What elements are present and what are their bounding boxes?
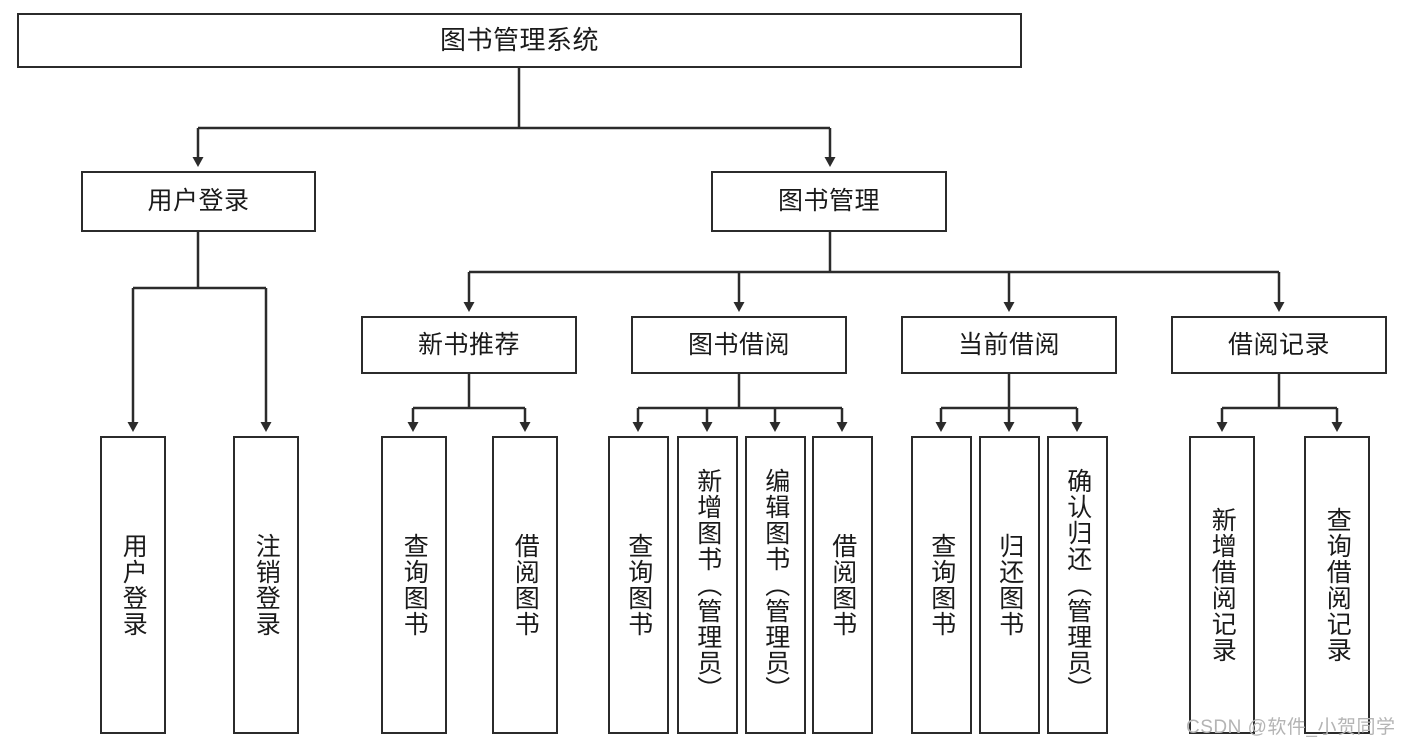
leaf-query-books-borrowing[interactable]: 查询图书 — [608, 436, 669, 734]
csdn-watermark: CSDN @软件_小贺同学 — [1186, 717, 1396, 738]
node-label: 注销登录 — [252, 533, 281, 637]
leaf-query-books-recommendation[interactable]: 查询图书 — [381, 436, 447, 734]
node-label: 编辑图书（管理员） — [761, 468, 790, 702]
node-label: 借阅图书 — [828, 533, 857, 637]
node-label: 图书借阅 — [687, 330, 790, 359]
leaf-borrow-books-recommendation[interactable]: 借阅图书 — [492, 436, 558, 734]
node-label: 查询图书 — [624, 533, 653, 637]
leaf-logout[interactable]: 注销登录 — [233, 436, 299, 734]
node-label: 查询图书 — [927, 533, 956, 637]
leaf-add-borrowing-record[interactable]: 新增借阅记录 — [1189, 436, 1255, 734]
node-book-borrowing[interactable]: 图书借阅 — [631, 316, 847, 374]
node-label: 查询借阅记录 — [1323, 507, 1352, 663]
node-user-login[interactable]: 用户登录 — [81, 171, 316, 232]
node-label: 归还图书 — [995, 533, 1024, 637]
leaf-query-books-current[interactable]: 查询图书 — [911, 436, 972, 734]
node-label: 用户登录 — [119, 533, 148, 637]
leaf-add-book-admin[interactable]: 新增图书（管理员） — [677, 436, 738, 734]
node-label: 图书管理系统 — [439, 24, 599, 55]
node-label: 借阅记录 — [1227, 330, 1330, 359]
node-current-borrowing[interactable]: 当前借阅 — [901, 316, 1117, 374]
leaf-confirm-return-admin[interactable]: 确认归还（管理员） — [1047, 436, 1108, 734]
node-label: 新增图书（管理员） — [693, 468, 722, 702]
node-label: 当前借阅 — [957, 330, 1060, 359]
node-borrowing-records[interactable]: 借阅记录 — [1171, 316, 1387, 374]
node-label: 确认归还（管理员） — [1063, 468, 1092, 702]
leaf-query-borrowing-record[interactable]: 查询借阅记录 — [1304, 436, 1370, 734]
node-label: 借阅图书 — [511, 533, 540, 637]
node-label: 查询图书 — [400, 533, 429, 637]
node-label: 用户登录 — [147, 187, 250, 216]
node-new-book-recommendation[interactable]: 新书推荐 — [361, 316, 577, 374]
node-root-book-management-system[interactable]: 图书管理系统 — [17, 13, 1022, 68]
node-label: 新增借阅记录 — [1208, 507, 1237, 663]
node-label: 图书管理 — [777, 187, 880, 216]
leaf-edit-book-admin[interactable]: 编辑图书（管理员） — [745, 436, 806, 734]
leaf-return-books[interactable]: 归还图书 — [979, 436, 1040, 734]
node-label: 新书推荐 — [417, 330, 520, 359]
leaf-borrow-books[interactable]: 借阅图书 — [812, 436, 873, 734]
node-book-management[interactable]: 图书管理 — [711, 171, 947, 232]
leaf-user-login[interactable]: 用户登录 — [100, 436, 166, 734]
